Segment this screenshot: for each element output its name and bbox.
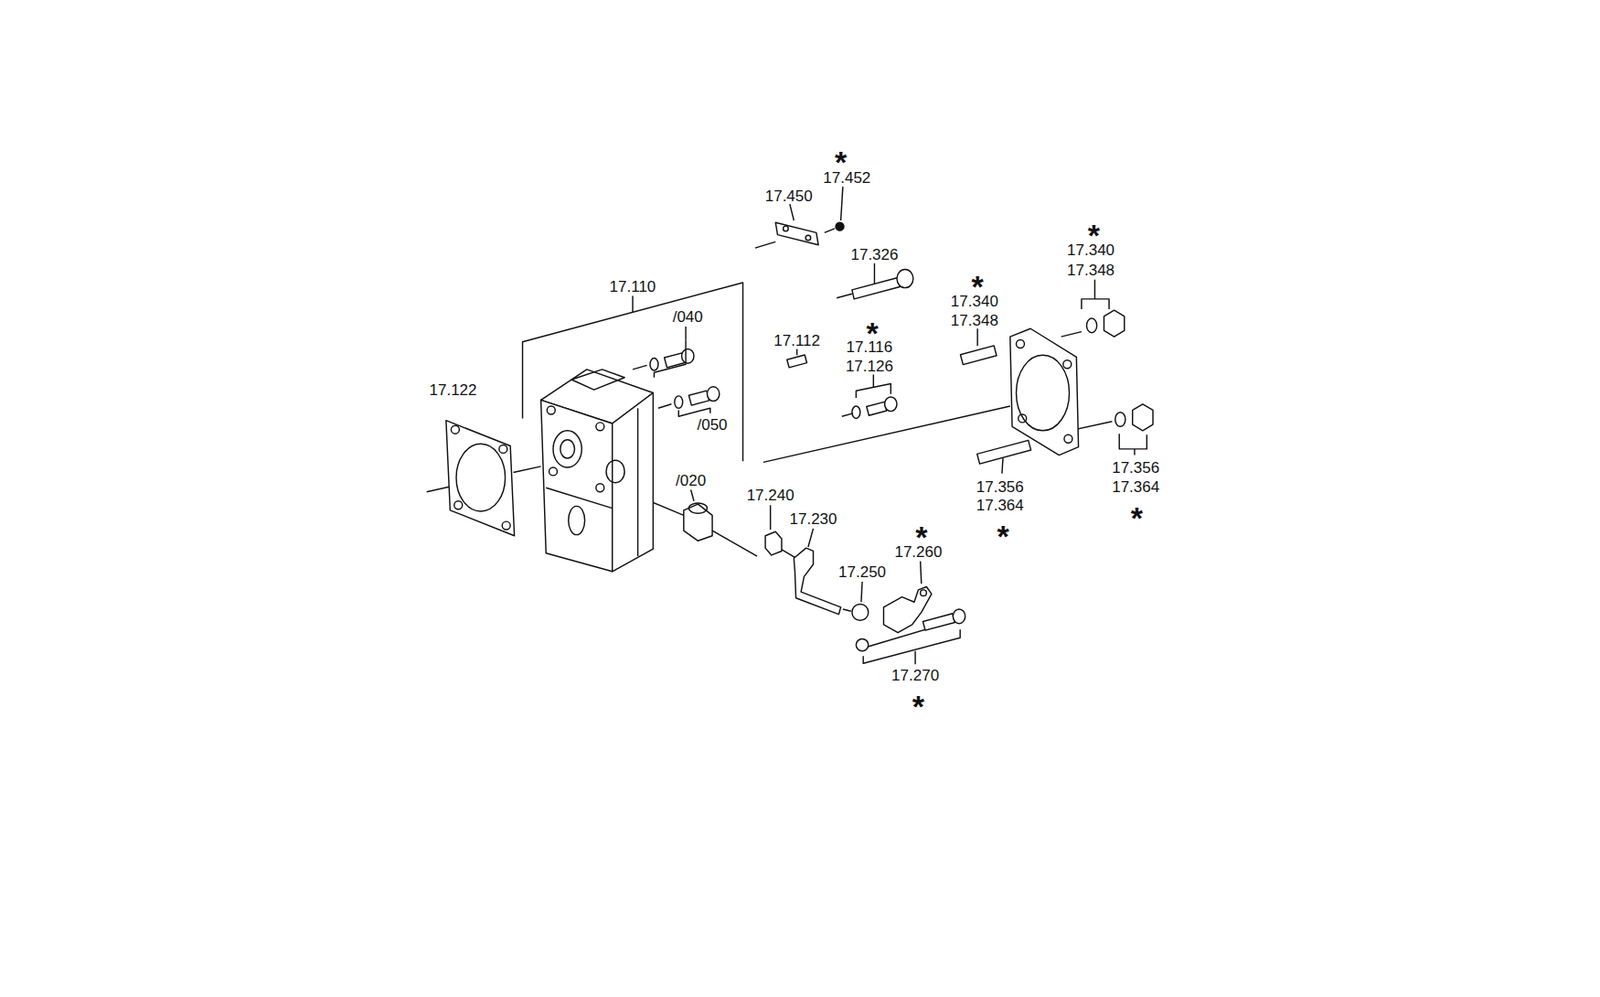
callout-number: 17.348 xyxy=(1066,261,1115,278)
callout-number: /020 xyxy=(675,471,706,488)
note-marker: * xyxy=(1130,501,1143,534)
note-marker: * xyxy=(912,690,925,722)
callout-number: 17.112 xyxy=(773,331,821,348)
callout-number: 17.326 xyxy=(850,245,898,262)
note-marker: * xyxy=(996,520,1009,552)
callout-number: 17.450 xyxy=(765,188,813,204)
callout-number: 17.452 xyxy=(822,170,871,186)
callout-number: /050 xyxy=(696,416,727,433)
callout-number: 17.110 xyxy=(609,277,657,294)
callout-number: 17.340 xyxy=(950,293,999,310)
callout-number: 17.356 xyxy=(976,479,1024,495)
callout-number: 17.240 xyxy=(746,487,795,503)
callout-number: 17.356 xyxy=(1111,459,1160,476)
callout-number: 17.260 xyxy=(894,543,942,559)
callout-number: 17.270 xyxy=(891,666,939,683)
callout-number: 17.250 xyxy=(838,564,886,580)
callout-number: 17.340 xyxy=(1066,242,1115,258)
callout-number: 17.230 xyxy=(789,510,838,526)
callout-number: 17.364 xyxy=(976,497,1024,513)
callout-number: 17.348 xyxy=(950,312,999,329)
callout-number: 17.116 xyxy=(846,339,894,355)
callout-number: 17.126 xyxy=(845,357,894,374)
callout-number: 17.122 xyxy=(429,382,478,398)
callout-number: 17.364 xyxy=(1111,479,1160,495)
callout-number: /040 xyxy=(672,308,704,324)
